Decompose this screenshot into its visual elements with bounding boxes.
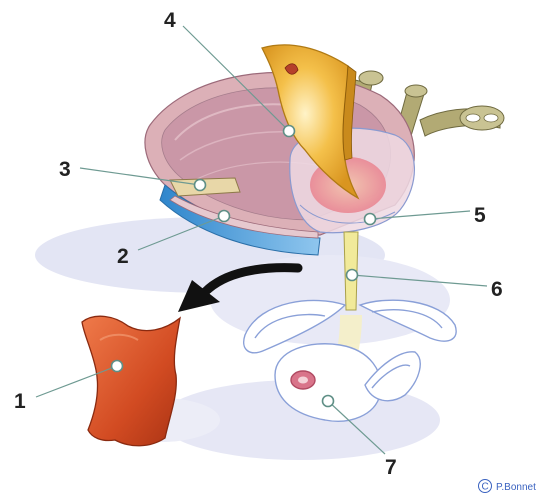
copyright-credit: C P.Bonnet [479,480,537,494]
callout-label-2: 2 [117,245,129,268]
callout-label-7: 7 [385,456,397,479]
callout-dot-2 [219,211,230,222]
callout-label-4: 4 [164,9,176,32]
callout-dot-7 [323,396,334,407]
callout-dot-3 [195,180,206,191]
callout-label-6: 6 [491,278,503,301]
credit-author: P.Bonnet [496,482,536,493]
callout-dot-1 [112,361,123,372]
callout-dot-6 [347,270,358,281]
callout-label-3: 3 [59,158,71,181]
callout-label-5: 5 [474,204,486,227]
muscle-fragment [82,316,180,446]
callout-dot-4 [284,126,295,137]
copyright-symbol: C [482,482,489,493]
callout-dot-5 [365,214,376,225]
callout-label-1: 1 [14,390,26,413]
